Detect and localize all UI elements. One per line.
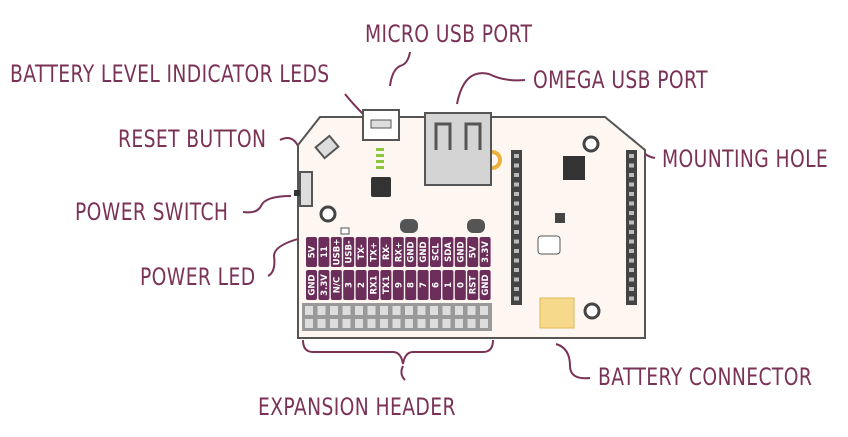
label-power-led: POWER LED [140,263,256,291]
svg-text:GND: GND [419,241,429,262]
svg-text:SDA: SDA [444,242,454,262]
label-reset-button: RESET BUTTON [118,125,267,153]
pin-label: TX+ [368,237,380,267]
svg-text:USB-: USB- [345,240,355,264]
pin-label: RX- [380,237,392,267]
power-switch [299,171,313,207]
power-led [340,227,350,235]
svg-text:GND: GND [308,274,318,295]
svg-text:USB+: USB+ [332,239,342,266]
svg-text:TX-: TX- [357,244,367,260]
leader-expansion-header [302,339,494,365]
svg-text:TX1: TX1 [382,276,392,294]
leader-power-switch [242,195,292,214]
svg-text:3.3V: 3.3V [320,274,330,296]
leader-battery-connector [555,343,591,380]
pin-label: 9 [392,270,404,300]
svg-text:RX-: RX- [382,244,392,260]
pin-label: 11 [318,237,330,267]
svg-text:1: 1 [444,282,454,288]
pin-label: GND [454,237,466,267]
svg-text:11: 11 [320,246,330,258]
battery-level-leds [376,148,384,169]
svg-text:8: 8 [407,282,417,288]
svg-text:5V: 5V [308,245,318,258]
svg-text:GND: GND [481,274,491,295]
pin-label: USB+ [330,237,342,267]
label-micro-usb-port: MICRO USB PORT [365,20,533,48]
svg-text:SCL: SCL [432,243,442,261]
pin-label: RX1 [368,270,380,300]
mounting-hole [319,205,337,223]
pin-label: RST [467,270,479,300]
pin-label: GND [405,237,417,267]
pin-label: RX+ [392,237,404,267]
pin-label: 3.3V [318,270,330,300]
pin-label: USB- [343,237,355,267]
svg-text:N/C: N/C [332,277,342,293]
chip [371,177,391,197]
svg-text:9: 9 [394,282,404,288]
label-mounting-hole: MOUNTING HOLE [662,145,829,173]
pin-label: TX- [355,237,367,267]
reset-button [314,134,340,160]
pin-label: SDA [442,237,454,267]
pin-label: 8 [405,270,417,300]
micro-usb-port [362,109,400,141]
svg-text:2: 2 [357,282,367,288]
svg-text:GND: GND [456,241,466,262]
label-battery-leds: BATTERY LEVEL INDICATOR LEDS [10,60,330,88]
pin-label: 3.3V [479,237,491,267]
expansion-header [302,303,492,331]
pin-label: 2 [355,270,367,300]
svg-text:6: 6 [432,282,442,288]
leader-omega-usb [456,72,526,105]
pin-header-vertical [511,150,522,305]
pin-label: 6 [430,270,442,300]
battery-connector [539,297,575,329]
mounting-hole [582,135,600,153]
mounting-hole [583,302,601,320]
pin-label: TX1 [380,270,392,300]
svg-text:RX1: RX1 [370,275,380,294]
svg-text:GND: GND [407,241,417,262]
svg-text:RX+: RX+ [394,242,404,262]
svg-text:3.3V: 3.3V [481,241,491,263]
svg-text:RST: RST [469,276,479,295]
pin-label: GND [479,270,491,300]
pin-header-vertical [626,150,637,305]
pin-label: GND [306,270,318,300]
pin-label: 7 [417,270,429,300]
label-omega-usb-port: OMEGA USB PORT [533,66,708,94]
pin-label: 5V [467,237,479,267]
leader-micro-usb [389,51,411,87]
pin-label: N/C [330,270,342,300]
pin-label: 1 [442,270,454,300]
label-expansion-header: EXPANSION HEADER [258,393,456,421]
svg-text:0: 0 [456,282,466,288]
pin-label: SCL [430,237,442,267]
label-battery-connector: BATTERY CONNECTOR [598,363,813,391]
pin-label: GND [417,237,429,267]
svg-text:5V: 5V [469,245,479,258]
pin-label: 5V [306,237,318,267]
pin-label: 0 [454,270,466,300]
svg-text:TX+: TX+ [370,242,380,261]
svg-text:3: 3 [345,282,355,288]
label-power-switch: POWER SWITCH [75,198,229,226]
pin-label: 3 [343,270,355,300]
svg-text:7: 7 [419,282,429,288]
